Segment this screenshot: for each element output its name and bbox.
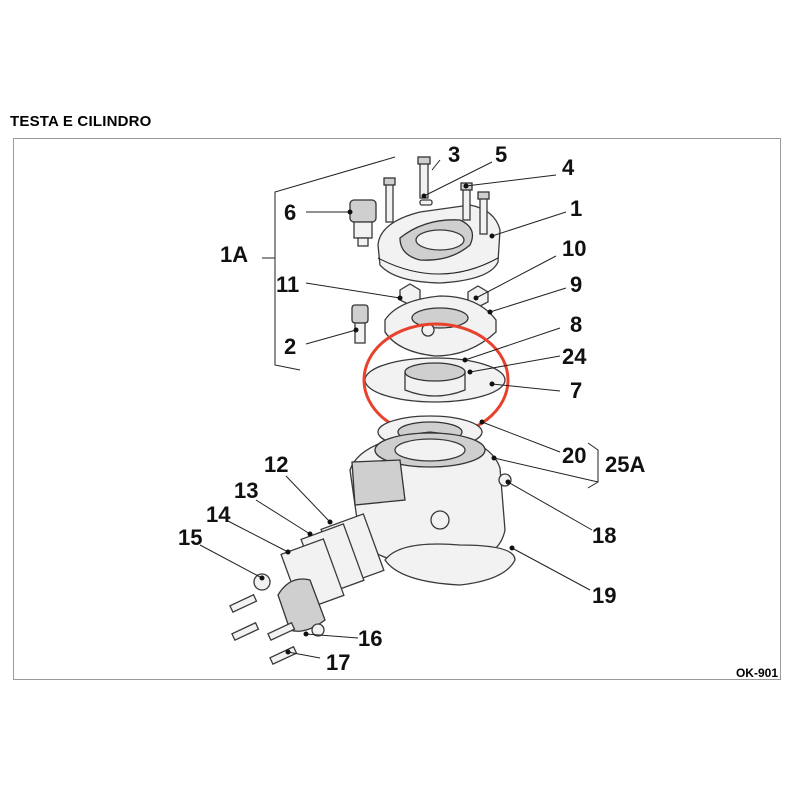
callout-18: 18 — [592, 523, 616, 548]
callout-13: 13 — [234, 478, 258, 503]
cylinder-body — [349, 431, 512, 566]
callout-25a: 25A — [605, 452, 645, 477]
callout-24: 24 — [562, 344, 587, 369]
group-1a-bracket — [262, 156, 396, 371]
callout-7: 7 — [570, 378, 582, 403]
diagram-frame — [13, 138, 781, 680]
piston-rings — [364, 357, 506, 403]
decompressor-valve — [351, 304, 369, 344]
callout-labels: 3 5 4 1 6 1A 10 11 9 8 2 24 7 20 25A 12 … — [178, 142, 645, 675]
callout-8: 8 — [570, 312, 582, 337]
cylinder-head — [377, 204, 501, 284]
leader-dots — [259, 183, 515, 655]
head-gasket-plate — [384, 295, 497, 357]
page-title: TESTA E CILINDRO — [10, 113, 152, 130]
callout-10: 10 — [562, 236, 586, 261]
callout-20: 20 — [562, 443, 586, 468]
intake-manifold — [253, 573, 326, 637]
callout-15: 15 — [178, 525, 202, 550]
callout-3: 3 — [448, 142, 460, 167]
callout-14: 14 — [206, 502, 231, 527]
head-bolts — [383, 156, 490, 235]
callout-1: 1 — [570, 196, 582, 221]
cylinder-base-gasket — [384, 543, 516, 586]
callout-1a: 1A — [220, 242, 248, 267]
callout-4: 4 — [562, 155, 575, 180]
reference-code: OK-901 — [735, 666, 778, 680]
callout-19: 19 — [592, 583, 616, 608]
callout-12: 12 — [264, 452, 288, 477]
callout-9: 9 — [570, 272, 582, 297]
callout-17: 17 — [326, 650, 350, 675]
callout-11: 11 — [276, 272, 299, 297]
callout-2: 2 — [284, 334, 296, 359]
spark-plug — [349, 199, 377, 247]
callout-5: 5 — [495, 142, 507, 167]
group-25a-bracket — [587, 442, 599, 489]
leader-lines — [199, 159, 599, 659]
callout-6: 6 — [284, 200, 296, 225]
callout-16: 16 — [358, 626, 382, 651]
